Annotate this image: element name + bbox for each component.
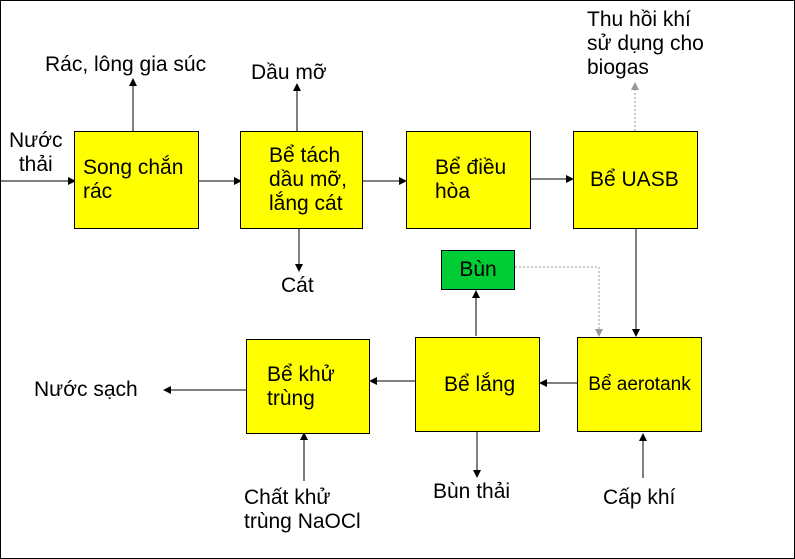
- be-uasb-box: Bể UASB: [573, 131, 698, 229]
- be-dieu-hoa-text: Bể điều hòa: [435, 156, 507, 203]
- thu-hoi-khi-label: Thu hồi khí sử dụng cho biogas: [587, 8, 704, 79]
- chat-khu-trung-label: Chất khử trùng NaOCl: [244, 486, 361, 533]
- cap-khi-label: Cấp khí: [603, 486, 676, 509]
- dotted-arrow-bun-to-be-aerotank: [515, 266, 603, 337]
- be-tach-dau-mo-text: Bể tách dầu mỡ, lắng cát: [269, 144, 347, 215]
- be-aerotank-text: Bể aerotank: [588, 373, 691, 395]
- be-aerotank-box: Bể aerotank: [577, 337, 702, 432]
- bun-box: Bùn: [441, 250, 515, 290]
- dau-mo-label: Dầu mỡ: [251, 61, 327, 84]
- be-lang-text: Bể lắng: [444, 372, 516, 396]
- bun-thai-label: Bùn thải: [433, 480, 511, 503]
- be-uasb-text: Bể UASB: [590, 168, 679, 191]
- be-tach-dau-mo-box: Bể tách dầu mỡ, lắng cát: [240, 131, 363, 229]
- be-khu-trung-text: Bể khử trùng: [267, 362, 335, 410]
- song-chan-rac-text: Song chắn rác: [83, 156, 184, 203]
- cat-label: Cát: [281, 274, 314, 297]
- song-chan-rac-box: Song chắn rác: [74, 131, 199, 229]
- be-lang-box: Bể lắng: [415, 337, 540, 432]
- be-dieu-hoa-box: Bể điều hòa: [406, 131, 531, 229]
- bun-text: Bùn: [459, 258, 497, 281]
- be-khu-trung-box: Bể khử trùng: [246, 339, 370, 434]
- nuoc-sach-label: Nước sạch: [34, 378, 138, 401]
- rac-long-gia-suc-label: Rác, lông gia súc: [45, 53, 207, 76]
- nuoc-thai-label: Nước thải: [9, 129, 63, 176]
